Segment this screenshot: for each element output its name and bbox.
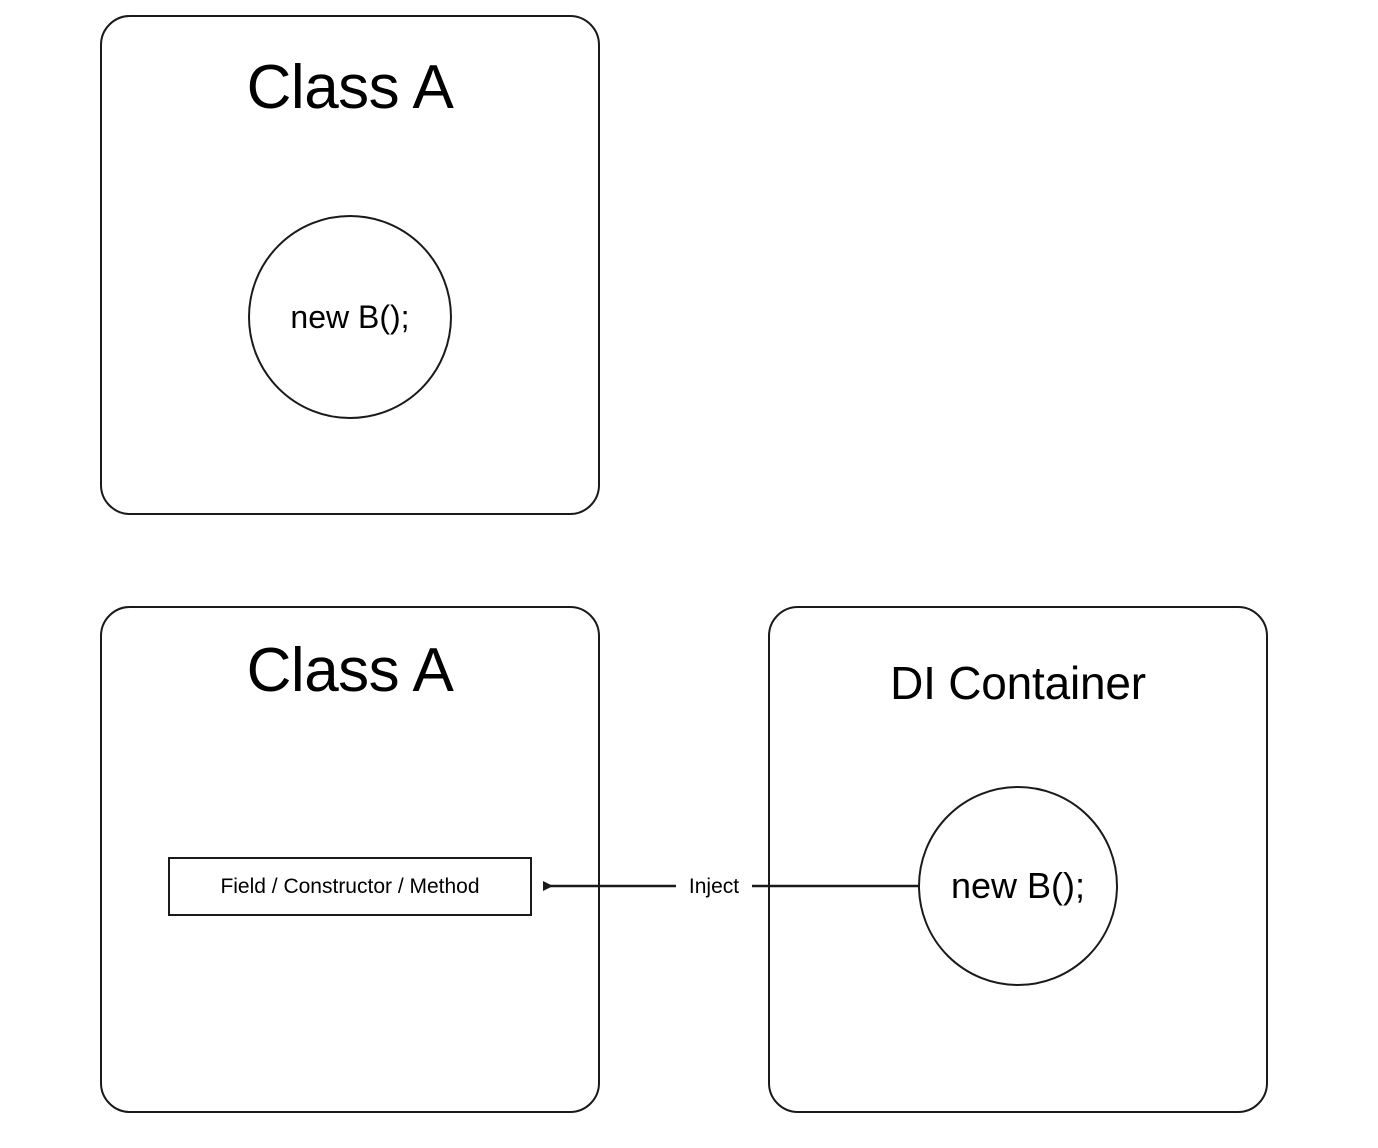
di-container-title: DI Container <box>890 657 1146 709</box>
class-a-top-title: Class A <box>246 53 454 122</box>
class-a-top-new-b-circle[interactable]: new B(); <box>248 215 452 419</box>
class-a-member-label: Field / Constructor / Method <box>220 875 480 898</box>
class-a-member-box[interactable]: Field / Constructor / Method <box>168 857 532 916</box>
class-a-top-new-b-label: new B(); <box>290 299 410 335</box>
class-a-bottom-title: Class A <box>246 636 454 705</box>
di-container-new-b-label: new B(); <box>950 865 1086 906</box>
di-container-new-b-circle[interactable]: new B(); <box>918 786 1118 986</box>
class-a-top-box[interactable]: Class A <box>100 15 600 515</box>
inject-edge-label: Inject <box>676 876 752 897</box>
